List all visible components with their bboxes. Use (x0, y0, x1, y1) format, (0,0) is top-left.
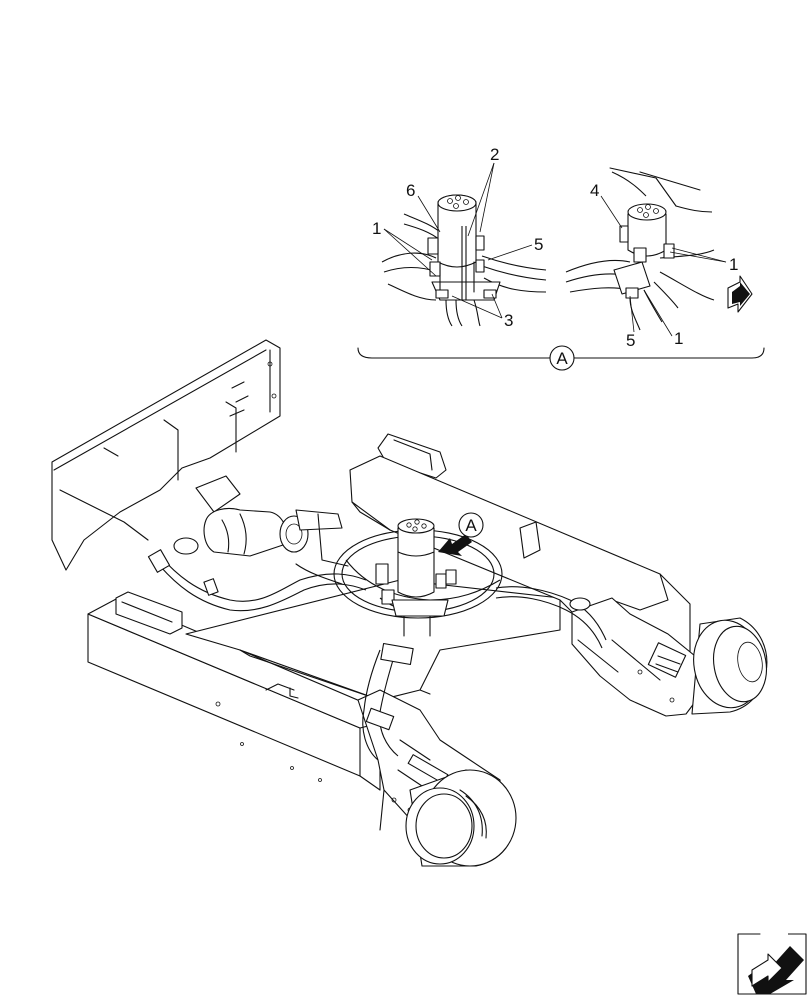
view-a-label: A (556, 349, 568, 368)
view-a-circle (549, 345, 575, 371)
callout-5: 5 (626, 331, 635, 350)
arrow-icon (727, 275, 753, 313)
callout-1: 1 (729, 255, 738, 274)
callout-1: 1 (674, 329, 683, 348)
rotary-joint-left-view (381, 194, 547, 327)
rotary-joint-right-view (565, 167, 715, 331)
center-swing-ring (333, 518, 503, 637)
callout-3: 3 (504, 311, 513, 330)
hydraulic-hoses (147, 549, 607, 761)
view-a-marker-label: A (465, 516, 477, 535)
navigation-return-icon[interactable] (737, 933, 807, 995)
callout-2: 2 (490, 145, 499, 164)
callout-6: 6 (406, 181, 415, 200)
detail-view-a: 1 2 3 5 6 4 1 1 5 A (357, 145, 765, 371)
left-travel-motor (405, 769, 517, 867)
drive-shaft-assembly (173, 475, 349, 585)
callout-4: 4 (590, 181, 599, 200)
view-a-marker-circle (458, 512, 484, 538)
rear-frame-plate (51, 339, 281, 571)
callout-1: 1 (372, 219, 381, 238)
undercarriage-main-view: A (51, 339, 768, 867)
view-a-pointer-arrow-icon (438, 534, 472, 556)
callout-5: 5 (534, 235, 543, 254)
right-travel-motor (691, 617, 768, 715)
detail-leader-lines (383, 162, 727, 337)
